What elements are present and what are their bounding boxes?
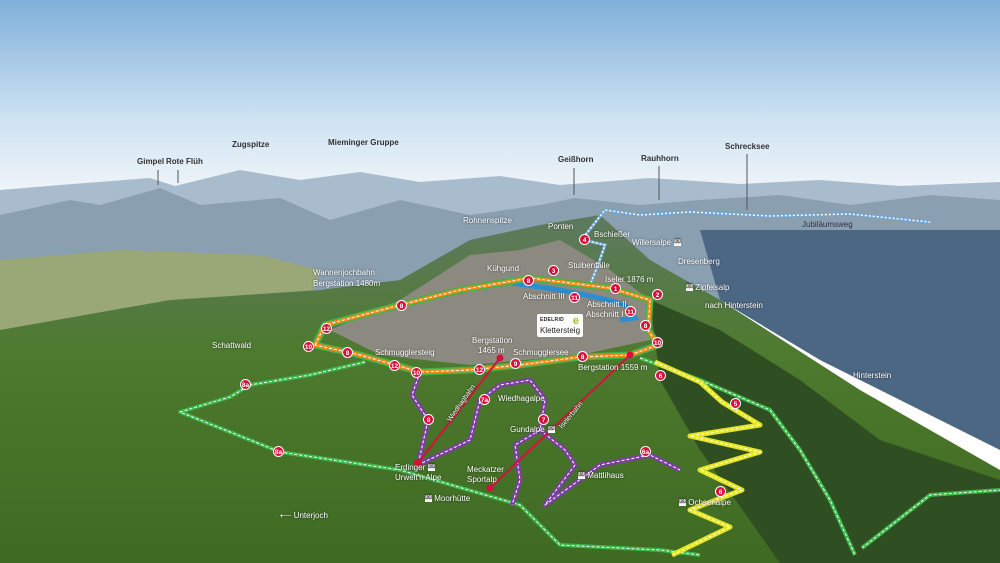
trail-marker: 10 (652, 337, 663, 348)
edelrid-logo: EDELRID (540, 317, 565, 323)
trail-marker: 7a (479, 394, 490, 405)
trail-marker: 2 (652, 289, 663, 300)
hut-icon: ⌧ (686, 284, 693, 292)
label-abschnitt-2: Abschnitt II (587, 300, 627, 309)
label-gundalpe: Gundalpe⌧ (510, 425, 555, 434)
label-wannenjochbahn: Wannenjochbahn (313, 268, 375, 277)
label-urwelt-alpe: Urwelt'n Alpe (395, 473, 442, 482)
trail-marker: 8 (423, 414, 434, 425)
label-unterjoch: ⟵ Unterjoch (280, 511, 328, 520)
klettersteig-route (511, 280, 640, 323)
label-bergstation-1465-alt: 1465 m (478, 346, 505, 355)
label-schattwald: Schattwald (212, 341, 252, 350)
arrow-icon: ⟵ (280, 511, 292, 520)
iselerbahn-line (489, 354, 631, 489)
trail-marker: 5 (730, 398, 741, 409)
label-ochsenalpe: ⌧ Ochsenalpe (679, 498, 731, 507)
hut-icon: ⌧ (578, 472, 585, 480)
peak-label-schrecksee: Schrecksee (725, 142, 770, 151)
label-willersalpe: Willersalpe⌧ (632, 238, 682, 247)
hut-icon: ⌧ (425, 495, 432, 503)
trail-marker: 10 (303, 341, 314, 352)
trail-marker: 4 (579, 234, 590, 245)
edelrid-logo-mark: e (572, 315, 579, 327)
right-forest (650, 300, 1000, 563)
hut-icon: ⌧ (679, 499, 686, 507)
cableways (414, 351, 634, 492)
right-valley (700, 230, 1000, 450)
label-hinterstein: Hinterstein (853, 371, 892, 380)
label-erdinger: Erdinger⌧ (395, 463, 436, 472)
label-mattlihaus: ⌧ Mattlihaus (578, 471, 624, 480)
trail-marker: 8a (240, 379, 251, 390)
label-bergstation-1465: Bergstation (472, 336, 513, 345)
label-kuehgund: Kühgund (487, 264, 520, 273)
trail-marker: 10 (411, 367, 422, 378)
hut-icon: ⌧ (674, 239, 682, 247)
trail-marker: 8 (523, 275, 534, 286)
klettersteig-sign: EDELRID e Klettersteig (537, 314, 583, 337)
label-rohnenspitze: Rohnenspitze (463, 216, 512, 225)
label-moorhuette: ⌧ Moorhütte (425, 494, 471, 503)
trail-marker: 3 (548, 265, 559, 276)
peak-label-rauhhorn: Rauhhorn (641, 154, 679, 163)
trail-marker: 7 (538, 414, 549, 425)
trail-marker: 1 (610, 283, 621, 294)
trail-marker: 8a (273, 446, 284, 457)
klettersteig-label: Klettersteig (540, 326, 581, 335)
label-abschnitt-3: Abschnitt III (523, 292, 565, 301)
trail-marker: 11 (569, 292, 580, 303)
trail-marker: 12 (474, 364, 485, 375)
trail-marker: 12 (389, 360, 400, 371)
trail-marker: 6a (640, 446, 651, 457)
trail-marker: 8 (396, 300, 407, 311)
peak-label-gimpel: Gimpel (137, 157, 165, 166)
label-stuibenfaelle: Stuibenfälle (568, 261, 610, 270)
label-schmugglersteig: Schmugglersteig (375, 348, 435, 357)
label-zipfelsalp: ⌧ Zipfelsalp (686, 283, 730, 292)
trail-marker: 8 (640, 320, 651, 331)
label-wannenjoch-bergstation: Bergstation 1480m (313, 279, 381, 288)
label-bergstation-1559: Bergstation 1559 m (578, 363, 648, 372)
label-nach-hinterstein: nach Hinterstein (705, 301, 763, 310)
peak-label-zugspitze: Zugspitze (232, 140, 270, 149)
peak-label-mieminger: Mieminger Gruppe (328, 138, 399, 147)
label-jubilaeumsweg: Jubiläumsweg (802, 220, 853, 229)
label-iseler: Iseler 1876 m (605, 275, 654, 284)
hut-icon: ⌧ (428, 464, 436, 472)
peak-label-geisshorn: Geißhorn (558, 155, 594, 164)
trail-marker: 8 (342, 347, 353, 358)
label-ponten: Ponten (548, 222, 574, 231)
trail-marker: 9 (510, 358, 521, 369)
trail-marker: 8 (577, 351, 588, 362)
label-sportalp: Sportalp (467, 475, 497, 484)
hut-icon: ⌧ (547, 426, 555, 434)
trail-marker: 11 (625, 306, 636, 317)
peak-label-rote-flueh: Rote Flüh (166, 157, 203, 166)
label-meckatzer: Meckatzer (467, 465, 504, 474)
peak-pointers (157, 154, 748, 210)
label-schmugglersee: Schmugglersee (513, 348, 569, 357)
trail-marker: 12 (321, 323, 332, 334)
label-wiedhagalpe: Wiedhagalpe (498, 394, 545, 403)
wiedhagbahn-line (417, 357, 501, 464)
label-abschnitt-1: Abschnitt I (586, 310, 624, 319)
trail-marker: 6 (715, 486, 726, 497)
label-dresenberg: Dresenberg (678, 257, 720, 266)
sky (0, 0, 1000, 200)
label-bschiesser: Bschießer (594, 230, 631, 239)
trail-marker: 6 (655, 370, 666, 381)
